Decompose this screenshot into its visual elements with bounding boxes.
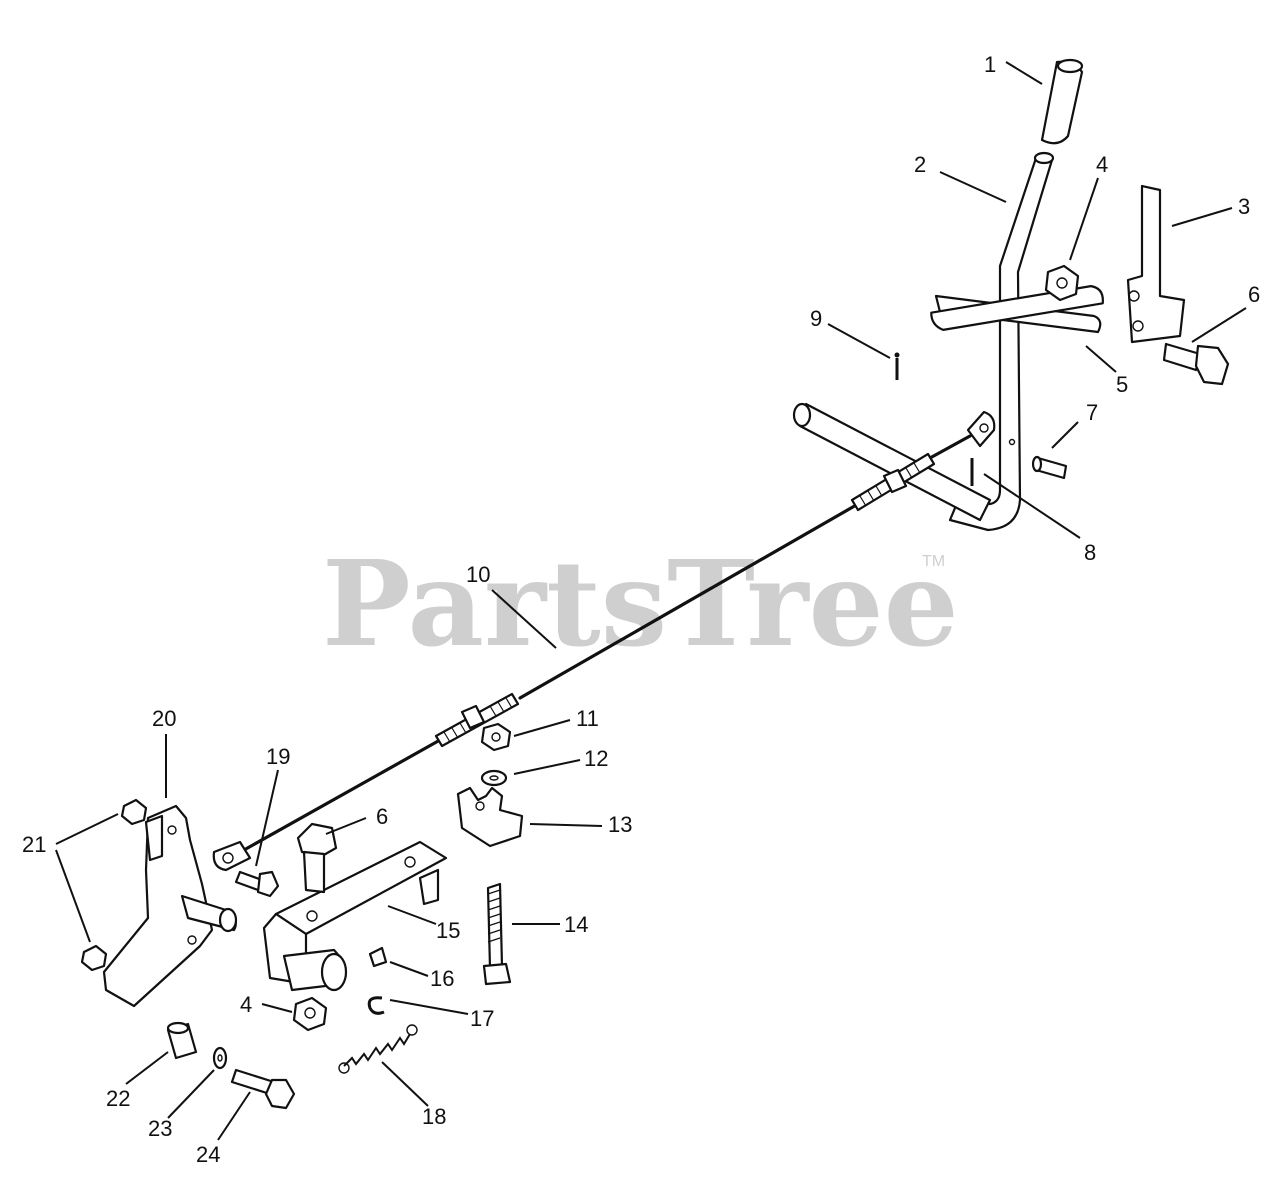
callout-4-top: 4 <box>1096 152 1108 177</box>
callout-5: 5 <box>1116 372 1128 397</box>
callout-14: 14 <box>564 912 588 937</box>
callout-15: 15 <box>436 918 460 943</box>
part-21-nut-lower <box>80 944 108 972</box>
callout-4-lower: 4 <box>240 992 252 1017</box>
part-24-bolt <box>230 1068 296 1110</box>
callout-6-top: 6 <box>1248 282 1260 307</box>
leader-lines <box>55 61 1247 1141</box>
callout-23: 23 <box>148 1116 172 1141</box>
part-12-washer <box>480 769 508 787</box>
part-9-pin <box>894 352 900 380</box>
part-13-bracket <box>456 786 524 848</box>
part-18-spring <box>338 1024 418 1074</box>
part-17-clip <box>367 996 385 1015</box>
part-23-washer <box>212 1046 228 1070</box>
callout-21: 21 <box>22 832 46 857</box>
callout-1: 1 <box>984 52 996 77</box>
part-7-clevis-pin <box>1031 455 1068 480</box>
callout-9: 9 <box>810 306 822 331</box>
callout-13: 13 <box>608 812 632 837</box>
callout-20: 20 <box>152 706 176 731</box>
part-20-bracket-plate <box>102 804 238 1008</box>
callout-3: 3 <box>1238 194 1250 219</box>
watermark: PartsTree TM <box>322 534 959 673</box>
part-16-screw <box>368 946 388 968</box>
callout-19: 19 <box>266 744 290 769</box>
callout-24: 24 <box>196 1142 220 1167</box>
callout-2: 2 <box>914 152 926 177</box>
lever-cable-tab <box>966 410 996 448</box>
part-6-bolt-lower <box>296 822 338 894</box>
part-10-cable <box>212 434 972 872</box>
callout-18: 18 <box>422 1104 446 1129</box>
callout-6-lower: 6 <box>376 804 388 829</box>
callout-10: 10 <box>466 562 490 587</box>
part-4-nut-top <box>1044 264 1080 302</box>
part-6-bolt-top <box>1162 342 1230 386</box>
callout-12: 12 <box>584 746 608 771</box>
part-11-nut <box>480 722 512 752</box>
part-1-handle-grip <box>1040 58 1084 145</box>
callout-16: 16 <box>430 966 454 991</box>
part-3-bracket <box>1126 184 1186 344</box>
part-15-pivot-bracket <box>262 840 448 992</box>
callout-17: 17 <box>470 1006 494 1031</box>
watermark-trademark: TM <box>922 553 945 570</box>
callout-8: 8 <box>1084 540 1096 565</box>
part-21-nut-upper <box>120 798 148 826</box>
part-14-bolt <box>482 882 512 986</box>
part-2-shift-lever <box>948 151 1055 532</box>
callout-11: 11 <box>576 706 599 731</box>
callout-labels: 1 2 3 4 4 5 6 6 7 8 9 10 11 12 13 14 15 … <box>22 52 1260 1167</box>
callout-22: 22 <box>106 1086 130 1111</box>
part-4-nut-lower <box>292 996 328 1032</box>
part-22-spacer <box>166 1021 198 1060</box>
watermark-text: PartsTree <box>322 534 959 673</box>
part-19-bolt <box>234 870 280 898</box>
callout-7: 7 <box>1086 400 1098 425</box>
lever-cross-tube <box>792 402 992 522</box>
